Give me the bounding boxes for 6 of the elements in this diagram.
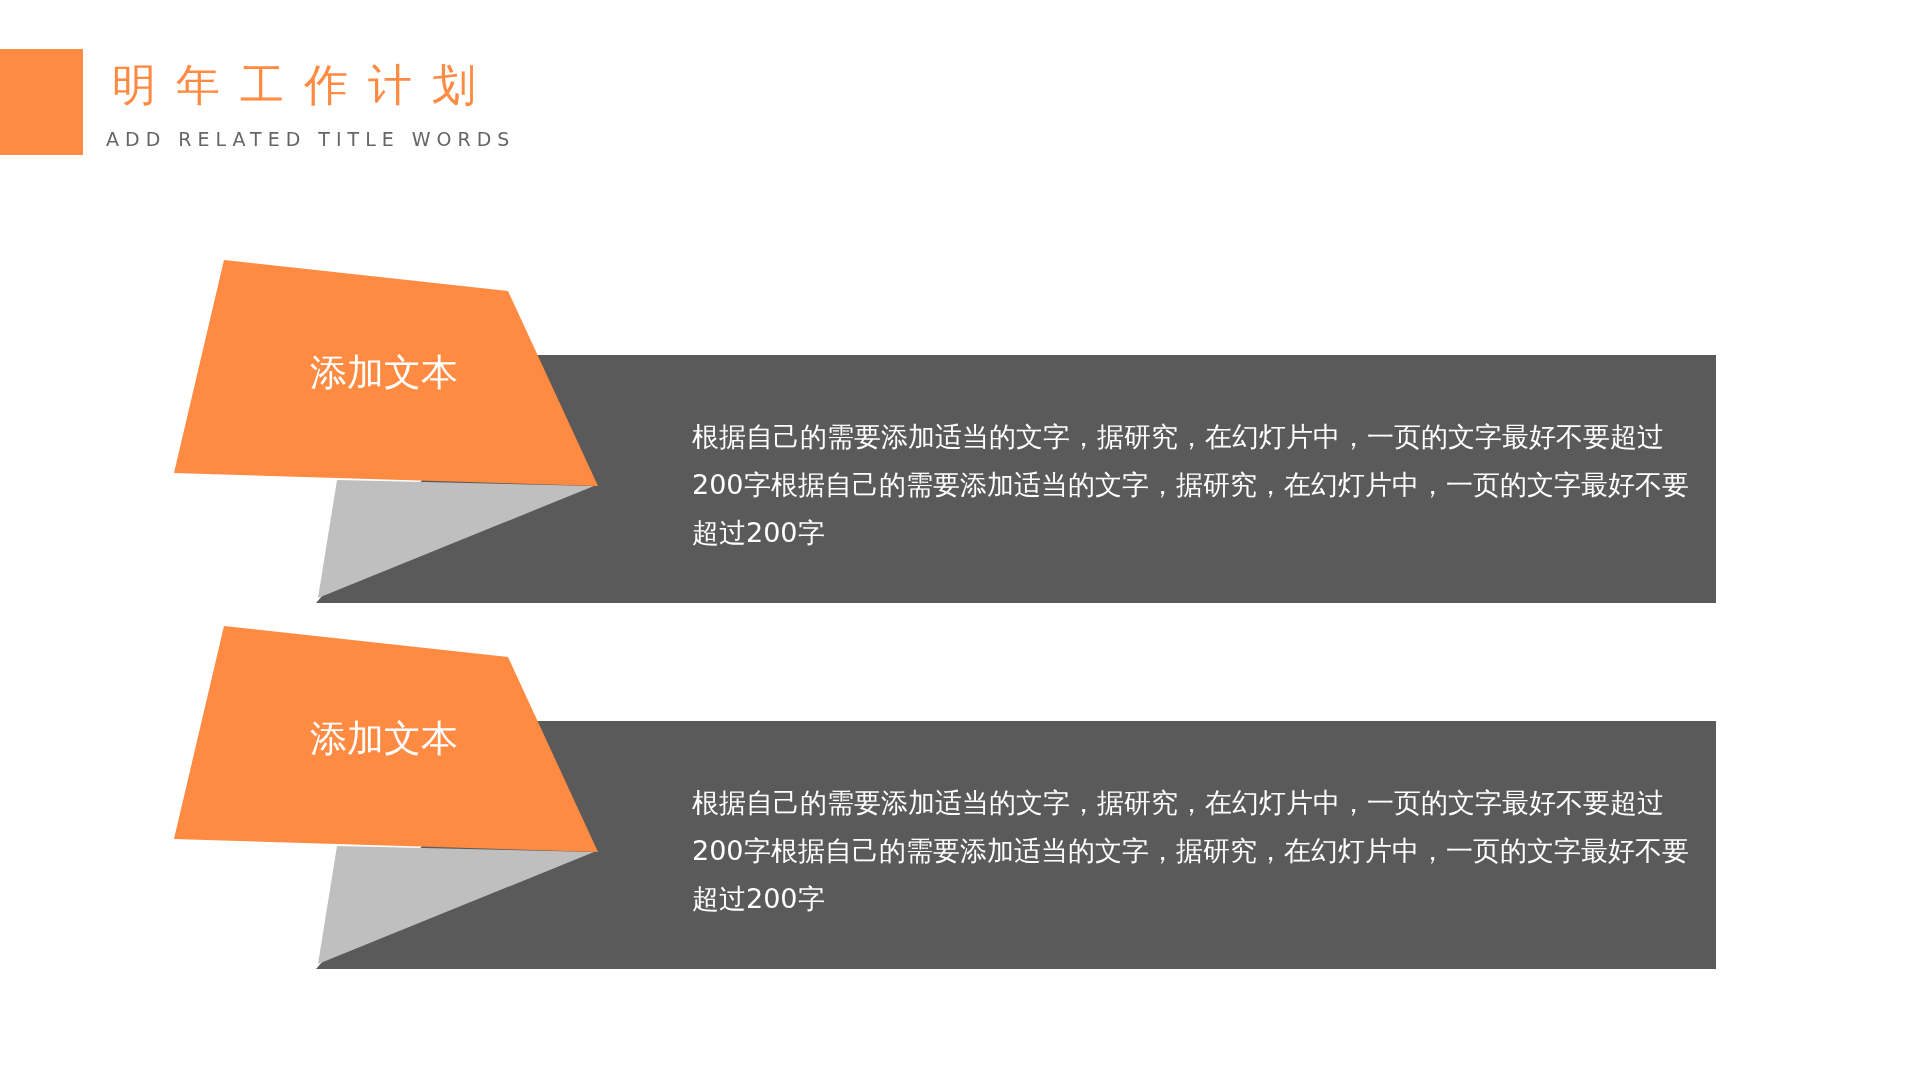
subtitle: ADD RELATED TITLE WORDS [106,128,516,150]
slide-title: 明年工作计划 [112,58,496,112]
body-text: 根据自己的需要添加适当的文字，据研究，在幻灯片中，一页的文字最好不要超过200字根据自己的需要添加适当的文字，据研究，在幻灯片中，一页的文字最好不要超过200字 [692,420,1690,550]
tag-label: 添加文本 [309,350,459,396]
tag-label: 添加文本 [309,716,459,762]
body-text: 根据自己的需要添加适当的文字，据研究，在幻灯片中，一页的文字最好不要超过200字根据自己的需要添加适当的文字，据研究，在幻灯片中，一页的文字最好不要超过200字 [692,786,1690,916]
